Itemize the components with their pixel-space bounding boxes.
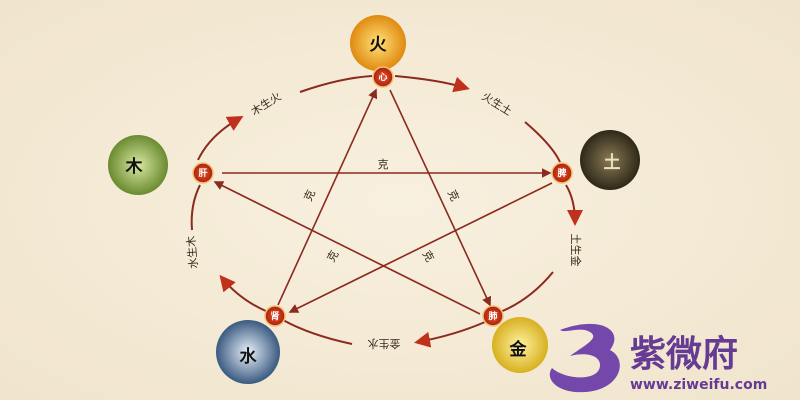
control-label-4: 克 [325, 248, 342, 264]
svg-text:心: 心 [378, 72, 387, 83]
label-water-wood: 水生木 [184, 235, 201, 269]
organ-spleen-badge: 脾 [551, 162, 573, 184]
label-metal-water: 金生水 [368, 337, 401, 351]
element-metal-label: 金 [509, 339, 528, 360]
label-earth-metal: 土生金 [569, 234, 583, 267]
element-water-label: 水 [240, 346, 258, 367]
element-earth: 土 [580, 130, 640, 190]
element-fire: 火 [350, 15, 406, 71]
svg-text:脾: 脾 [556, 167, 566, 179]
watermark: 紫微府 www.ziweifu.com [549, 323, 767, 393]
arrow-water-wood [219, 274, 269, 313]
arrow-fire-earth-2 [524, 121, 561, 163]
organ-liver-badge: 肝 [192, 162, 214, 184]
arrow-metal-water [414, 321, 486, 348]
control-water-fire [277, 88, 378, 306]
svg-text:肝: 肝 [198, 168, 207, 179]
control-label-1: 克 [378, 158, 389, 171]
watermark-logo [549, 323, 620, 393]
watermark-url: www.ziweifu.com [630, 377, 767, 393]
element-water: 水 [216, 320, 280, 384]
organ-kidney-badge: 肾 [264, 305, 286, 327]
label-wood-fire: 木生火 [248, 89, 283, 118]
watermark-name: 紫微府 [630, 333, 738, 375]
arrow-earth-metal [565, 184, 583, 226]
control-metal-wood [213, 181, 481, 315]
element-metal: 金 [492, 317, 548, 373]
arrow-metal-water-2 [282, 319, 353, 345]
arrow-fire-earth [394, 75, 470, 93]
control-fire-metal [389, 89, 491, 307]
element-wood-label: 木 [125, 156, 144, 177]
arrow-water-wood-2 [190, 184, 201, 231]
organ-lung-badge: 肺 [482, 305, 504, 327]
svg-text:肾: 肾 [270, 310, 279, 322]
element-wood: 木 [108, 135, 168, 195]
element-fire-label: 火 [370, 35, 388, 55]
arrow-earth-metal-2 [499, 271, 554, 313]
element-earth-label: 土 [604, 152, 621, 173]
organ-heart-badge: 心 [372, 66, 394, 88]
control-label-3: 克 [445, 188, 461, 203]
arrow-wood-fire [197, 116, 244, 161]
control-label-5: 克 [420, 248, 437, 264]
control-label-2: 克 [302, 188, 318, 203]
control-earth-water [288, 182, 553, 313]
svg-text:肺: 肺 [488, 310, 497, 322]
arrow-wood-fire-2 [299, 75, 373, 93]
label-fire-earth: 火生土 [479, 89, 514, 118]
